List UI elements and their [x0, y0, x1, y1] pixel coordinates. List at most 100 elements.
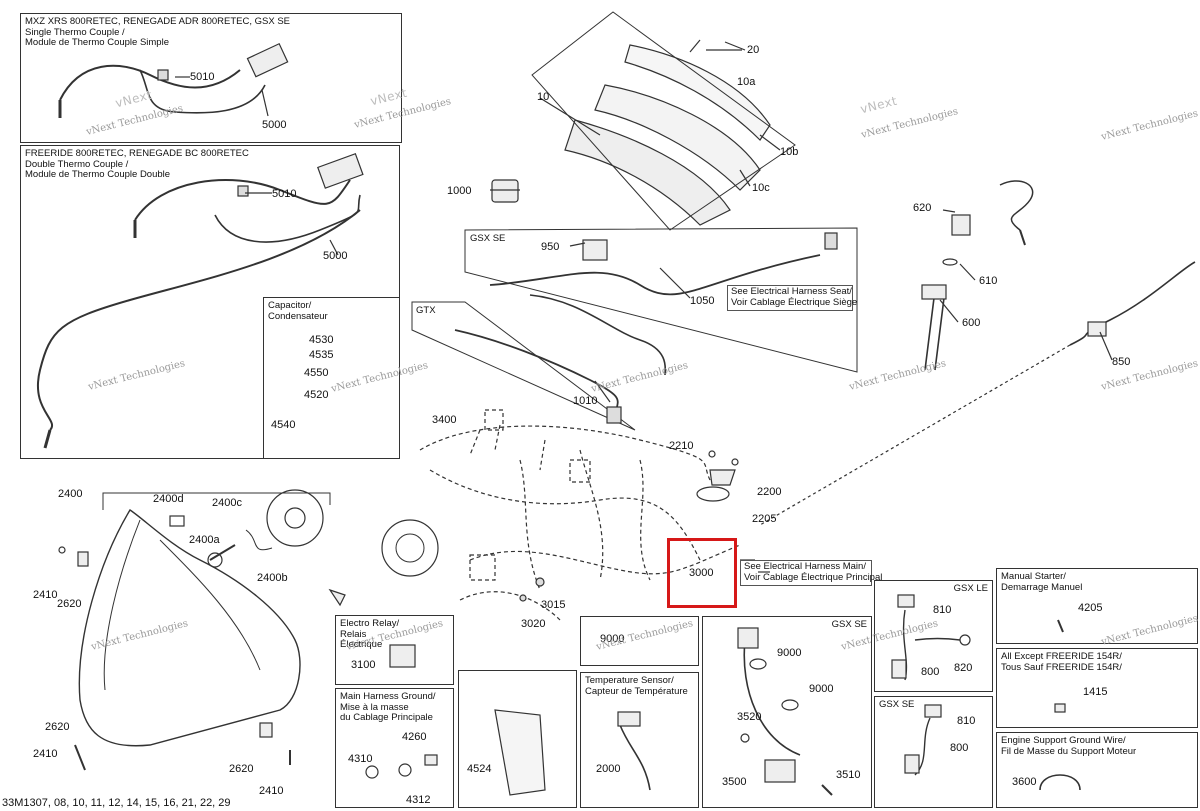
callout-3600: 3600 — [1012, 776, 1037, 788]
box-temp-sensor: Temperature Sensor/ Capteur de Températu… — [580, 672, 699, 808]
box-all-except: All Except FREERIDE 154R/ Tous Sauf FREE… — [996, 648, 1198, 728]
double-thermo-models: FREERIDE 800RETEC, RENEGADE BC 800RETEC — [25, 148, 249, 159]
callout-4530: 4530 — [309, 334, 334, 346]
box-gsx-se-low: GSX SE — [874, 696, 993, 808]
callout-800: 800 — [950, 742, 969, 754]
callout-20: 20 — [747, 44, 760, 56]
starter-en: Manual Starter/ — [1001, 571, 1066, 582]
gauge-cluster — [531, 11, 796, 231]
callout-1050: 1050 — [690, 295, 715, 307]
callout-2620: 2620 — [57, 598, 82, 610]
callout-2200: 2200 — [757, 486, 782, 498]
callout-610: 610 — [979, 275, 998, 287]
engine-support-fr: Fil de Masse du Support Moteur — [1001, 745, 1137, 757]
reflector-disc — [381, 519, 439, 577]
main-harness — [419, 409, 741, 621]
sensor-2200 — [696, 450, 739, 502]
box-electro-relay: Electro Relay/ Relais Électrique — [335, 615, 454, 685]
relay-fr2: Électrique — [340, 639, 383, 650]
callout-4524: 4524 — [467, 763, 492, 775]
callout-1010: 1010 — [573, 395, 598, 407]
callout-2410: 2410 — [259, 785, 284, 797]
gtx-harness — [411, 301, 636, 431]
seat-note-en: See Electrical Harness Seat/ — [731, 286, 852, 297]
engine-support-en: Engine Support Ground Wire/ — [1001, 735, 1126, 746]
box-single-thermo: MXZ XRS 800RETEC, RENEGADE ADR 800RETEC,… — [20, 13, 402, 143]
callout-5010: 5010 — [190, 71, 215, 83]
gsx-se-top-label: GSX SE — [470, 233, 506, 244]
callout-5000: 5000 — [262, 119, 287, 131]
box-double-thermo-text: FREERIDE 800RETEC, RENEGADE BC 800RETEC … — [25, 148, 249, 181]
callout-10c: 10c — [752, 182, 770, 194]
dess-post — [921, 180, 1034, 371]
callout-2400c: 2400c — [212, 497, 242, 509]
seat-note-fr: Voir Cablage Électrique Siège — [731, 296, 858, 308]
single-thermo-en: Single Thermo Couple / — [25, 26, 125, 38]
capacitor-fr: Condensateur — [268, 310, 328, 322]
callout-2410: 2410 — [33, 589, 58, 601]
all-except-fr: Tous Sauf FREERIDE 154R/ — [1001, 661, 1122, 673]
callout-3020: 3020 — [521, 618, 546, 630]
main-note-fr: Voir Cablage Électrique Principal — [744, 571, 883, 583]
callout-3520: 3520 — [737, 711, 762, 723]
callout-2410: 2410 — [33, 748, 58, 760]
harness-850 — [759, 261, 1196, 526]
single-thermo-models: MXZ XRS 800RETEC, RENEGADE ADR 800RETEC,… — [25, 16, 291, 27]
thermo-single-harness — [58, 42, 289, 118]
callout-2400a: 2400a — [189, 534, 220, 546]
switch-1000 — [491, 179, 519, 203]
callout-4535: 4535 — [309, 349, 334, 361]
callout-4520: 4520 — [304, 389, 329, 401]
gtx-label: GTX — [416, 305, 436, 316]
ground-fr2: du Cablage Principale — [340, 712, 433, 723]
callout-4312: 4312 — [406, 794, 431, 806]
main-note-en: See Electrical Harness Main/ — [744, 561, 866, 572]
temp-fr: Capteur de Température — [585, 685, 688, 697]
callout-850: 850 — [1112, 356, 1131, 368]
double-thermo-fr: Module de Thermo Couple Double — [25, 169, 171, 180]
gsx-le-label: GSX LE — [953, 583, 988, 594]
callout-5000: 5000 — [323, 250, 348, 262]
callout-4310: 4310 — [348, 753, 373, 765]
callout-2400b: 2400b — [257, 572, 288, 584]
box-capacitor: Capacitor/ Condensateur — [263, 297, 400, 459]
gsx-se-mid-label: GSX SE — [831, 619, 867, 630]
callout-3510: 3510 — [836, 769, 861, 781]
box-engine-support: Engine Support Ground Wire/ Fil de Masse… — [996, 732, 1198, 808]
callout-2000: 2000 — [596, 763, 621, 775]
callout-2620: 2620 — [229, 763, 254, 775]
capacitor-en: Capacitor/ — [268, 300, 312, 311]
starter-fr: Demarrage Manuel — [1001, 581, 1083, 593]
callout-600: 600 — [962, 317, 981, 329]
box-capacitor-text: Capacitor/ Condensateur — [268, 300, 328, 322]
callout-3100: 3100 — [351, 659, 376, 671]
callout-810: 810 — [933, 604, 952, 616]
callout-3400: 3400 — [432, 414, 457, 426]
callout-810: 810 — [957, 715, 976, 727]
relay-fr1: Relais — [340, 628, 367, 640]
callout-2400d: 2400d — [153, 493, 184, 505]
gsx-se-low-label: GSX SE — [879, 699, 915, 710]
double-thermo-en: Double Thermo Couple / — [25, 158, 129, 170]
callout-620: 620 — [913, 202, 932, 214]
callout-2210: 2210 — [669, 440, 694, 452]
diagram-code: 33M1307, 08, 10, 11, 12, 14, 15, 16, 21,… — [2, 797, 231, 809]
single-thermo-fr: Module de Thermo Couple Simple — [25, 37, 169, 48]
ground-en: Main Harness Ground/ — [340, 691, 436, 702]
box-gsx-le: GSX LE — [874, 580, 993, 692]
callout-4260: 4260 — [402, 731, 427, 743]
temp-en: Temperature Sensor/ — [585, 675, 674, 686]
callout-1415: 1415 — [1083, 686, 1108, 698]
callout-2620: 2620 — [45, 721, 70, 733]
note-main-harness: See Electrical Harness Main/ Voir Cablag… — [740, 560, 882, 586]
callout-2400: 2400 — [58, 488, 83, 500]
box-bracket-4524 — [458, 670, 577, 808]
callout-9000: 9000 — [777, 647, 802, 659]
callout-820: 820 — [954, 662, 973, 674]
callout-2205: 2205 — [752, 513, 777, 525]
relay-en: Electro Relay/ — [340, 618, 400, 629]
callout-4550: 4550 — [304, 367, 329, 379]
all-except-en: All Except FREERIDE 154R/ — [1001, 651, 1122, 662]
note-seat-harness: See Electrical Harness Seat/ Voir Cablag… — [727, 285, 857, 311]
